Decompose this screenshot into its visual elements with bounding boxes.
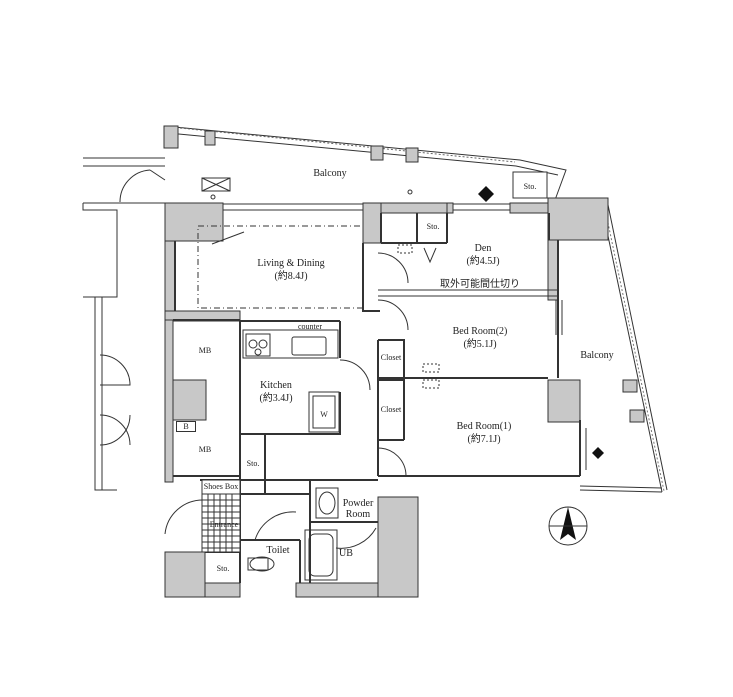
drain-top-1 <box>210 194 216 200</box>
entrance-floor-grid <box>201 479 241 553</box>
storage-balcony <box>512 171 548 199</box>
bathtub <box>304 529 338 581</box>
indicator-marks <box>211 231 437 264</box>
living-dining-size: (約8.4J) <box>274 271 308 282</box>
mb-top-label: MB <box>198 346 212 355</box>
balcony-right-label: Balcony <box>580 350 614 361</box>
storage-balcony-label: Sto. <box>523 182 537 191</box>
bedroom-1-label: Bed Room(1) <box>456 421 512 432</box>
ceiling-fixtures <box>397 244 440 389</box>
toilet-fixture <box>247 556 275 572</box>
den-size: (約4.5J) <box>466 256 500 267</box>
side-windows <box>555 300 587 470</box>
powder-room-label-2: Room <box>345 509 371 520</box>
washer-label: W <box>320 410 328 419</box>
shoes-box-label: Shoes Box <box>203 482 239 491</box>
kitchen-size: (約3.4J) <box>259 393 293 404</box>
balcony-right-railing <box>579 197 668 493</box>
north-arrow-icon <box>548 506 588 546</box>
marker-diamond-2 <box>592 447 604 459</box>
balcony-top-label: Balcony <box>313 168 347 179</box>
entrance-label: Entrance <box>209 520 239 529</box>
marker-diamond-1 <box>478 186 494 202</box>
ac-unit <box>201 177 231 192</box>
b-label: B <box>176 421 196 432</box>
doors <box>119 169 409 549</box>
powder-sink <box>315 487 339 519</box>
walls <box>164 197 609 598</box>
closet-1-label: Closet <box>380 353 402 362</box>
removable-partition-note: 取外可能間仕切り <box>440 279 520 290</box>
kitchen-counter <box>242 329 340 433</box>
drain-top-2 <box>407 189 413 195</box>
bedroom-1-size: (約7.1J) <box>467 434 501 445</box>
storage-entrance-label: Sto. <box>216 564 230 573</box>
counter-label: counter <box>298 322 322 331</box>
closet-2-label: Closet <box>380 405 402 414</box>
bedroom-2-size: (約5.1J) <box>463 339 497 350</box>
mb-bottom-label: MB <box>198 445 212 454</box>
den-label: Den <box>474 243 492 254</box>
kitchen-label: Kitchen <box>260 380 292 391</box>
storage-den-label: Sto. <box>426 222 440 231</box>
toilet-label: Toilet <box>266 545 290 556</box>
balcony-pillars <box>163 125 419 163</box>
living-dining-label: Living & Dining <box>257 258 325 269</box>
powder-room-label-1: Powder <box>342 498 374 509</box>
balcony-top-railing <box>83 125 567 204</box>
right-balcony-pillars <box>622 379 645 423</box>
unit-bath-label: UB <box>339 548 353 559</box>
bedroom-2-label: Bed Room(2) <box>452 326 508 337</box>
storage-kitchen-label: Sto. <box>246 459 260 468</box>
neighbor-left <box>82 203 131 491</box>
